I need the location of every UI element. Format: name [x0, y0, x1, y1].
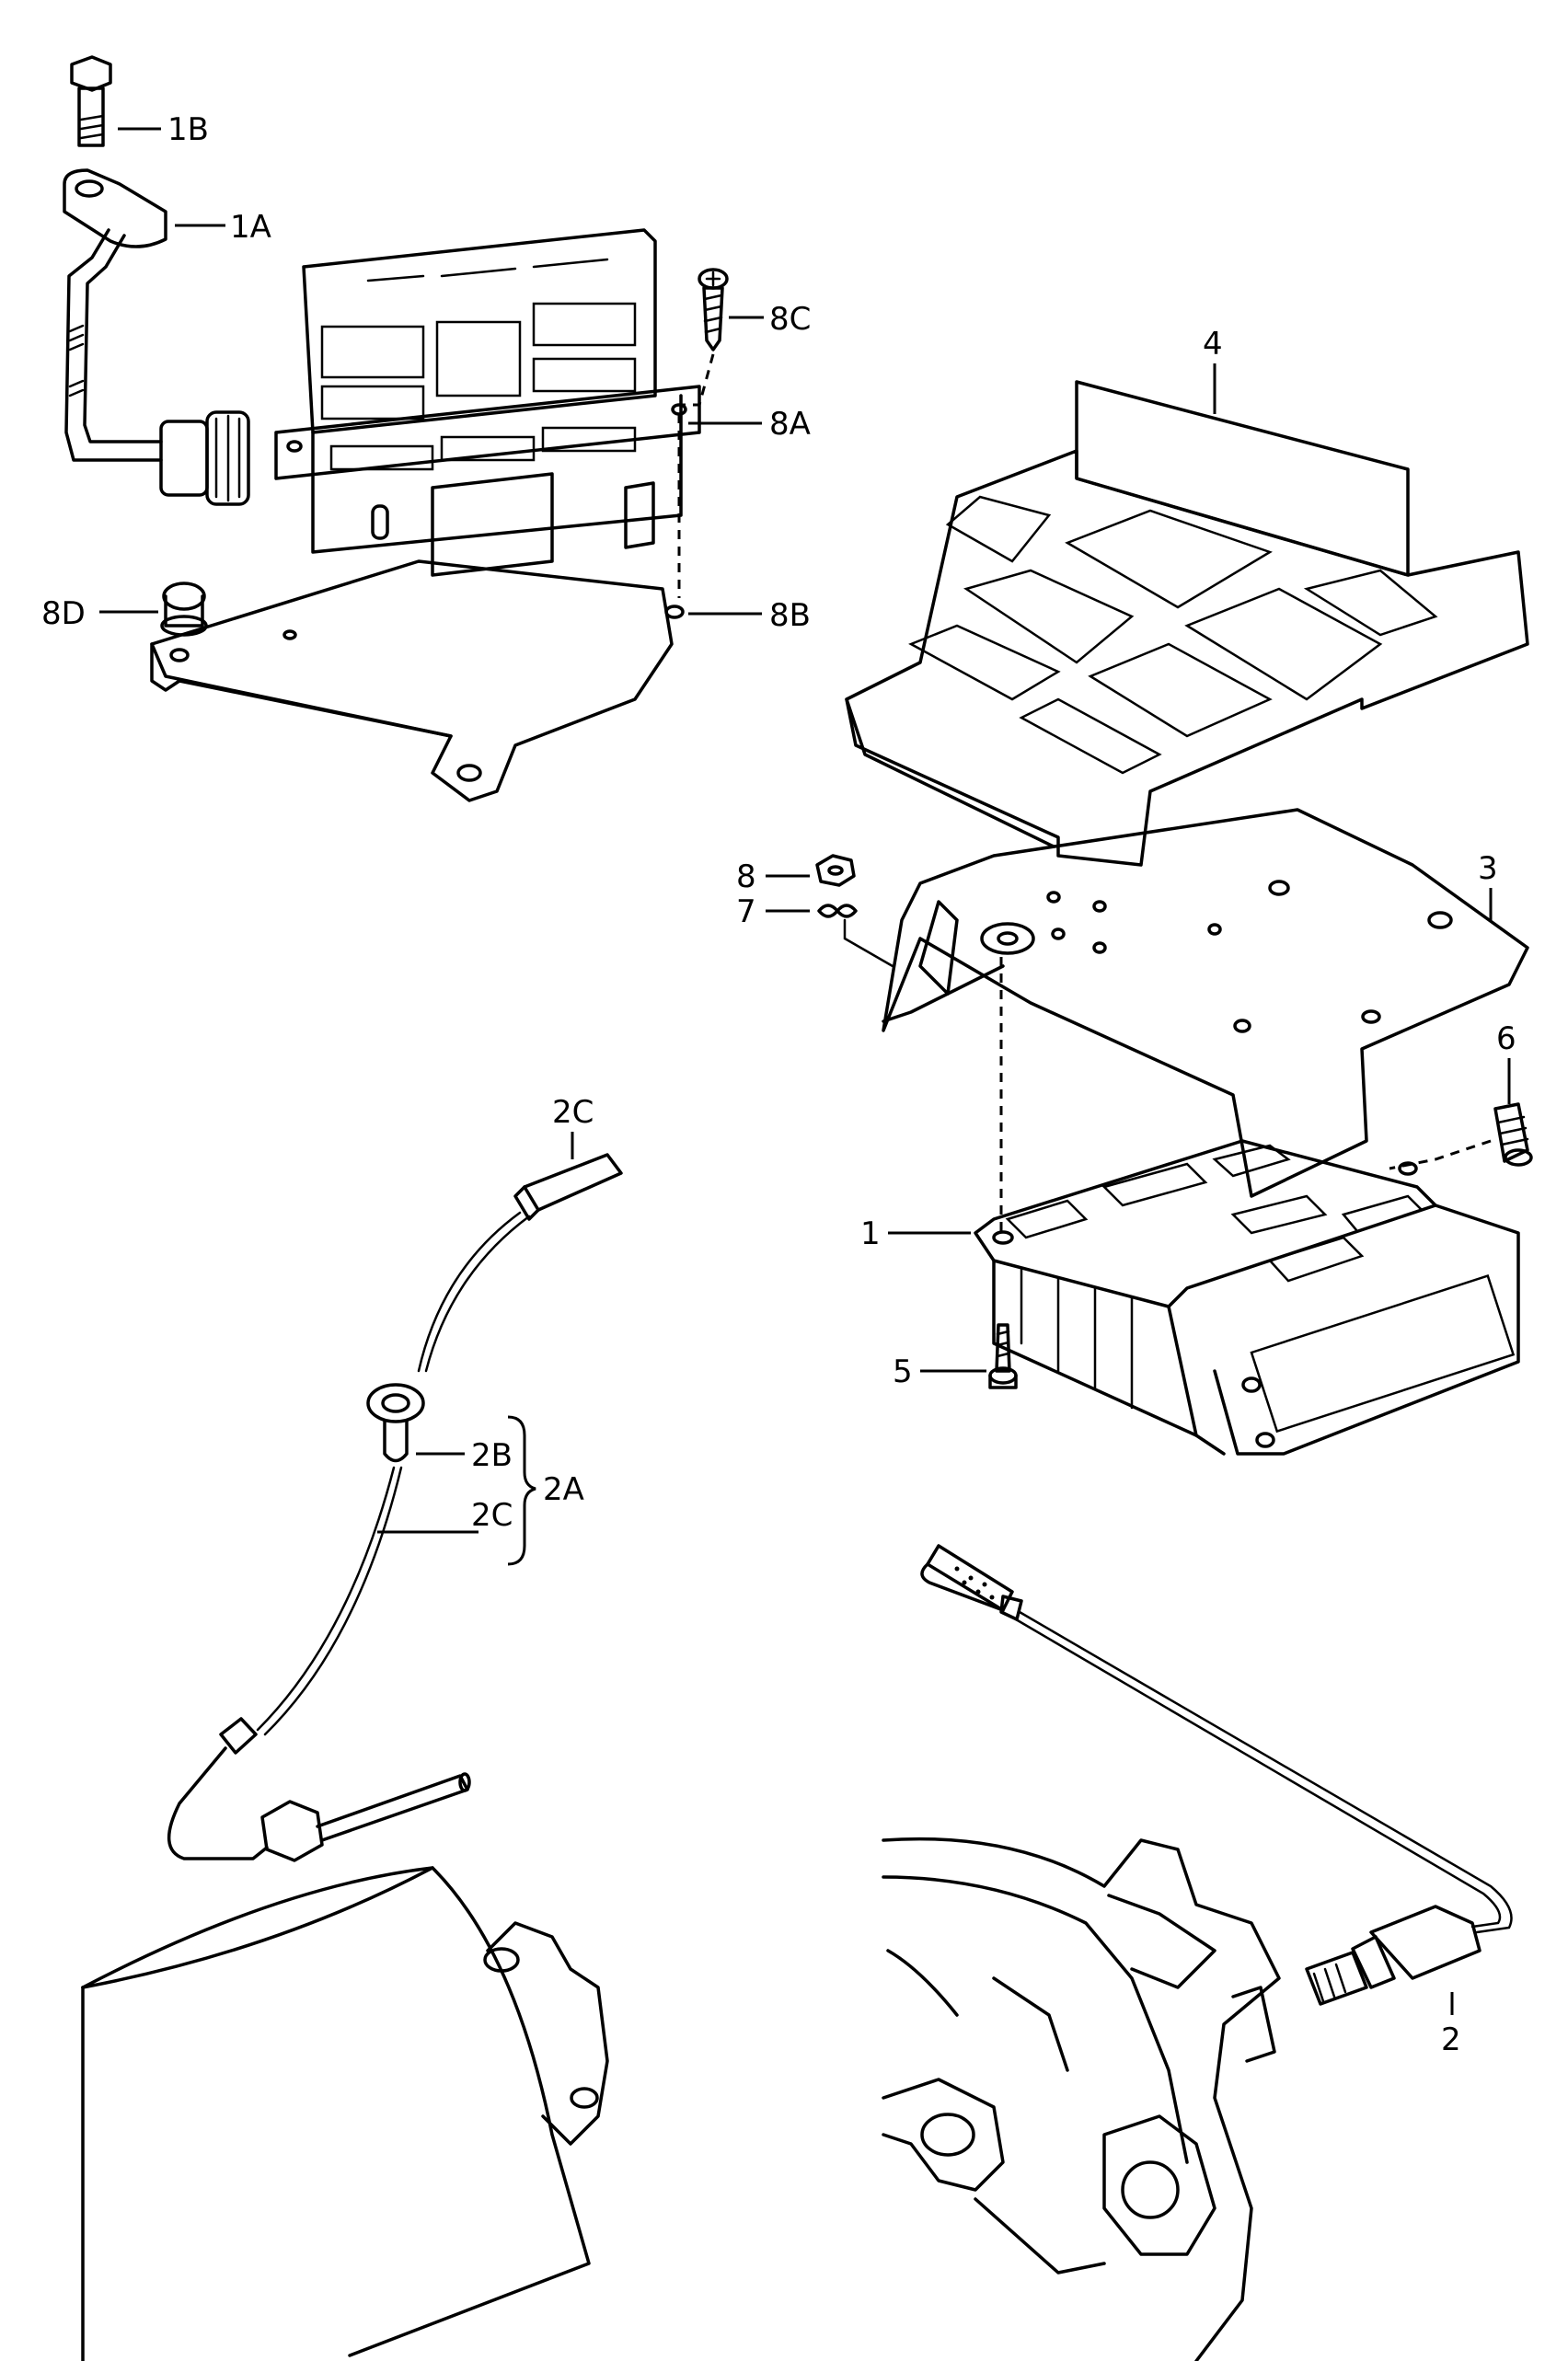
screw-5 [988, 1323, 1018, 1389]
nut-8 [815, 854, 856, 887]
lambda-probe-2 [1305, 1905, 1482, 2006]
callout-3: 3 [1478, 850, 1498, 887]
callout-8d: 8D [41, 595, 86, 632]
bracket-2a [507, 1415, 536, 1566]
callout-5: 5 [893, 1353, 913, 1390]
sender-wire-lower [256, 1466, 396, 1732]
callout-8b: 8B [769, 597, 811, 634]
callout-2a: 2A [543, 1471, 584, 1508]
sender-lead [167, 1746, 269, 1860]
probe-wire-2 [1014, 1618, 1502, 1929]
connector-2c [513, 1153, 623, 1221]
connector-plug [159, 410, 250, 506]
exhaust-manifold [882, 1837, 1281, 2361]
assembly-line-6 [1389, 1139, 1492, 1170]
callout-2: 2 [1441, 2021, 1461, 2058]
leader-lines [99, 127, 1511, 2015]
callout-8c: 8C [769, 301, 811, 338]
callout-2c-connector: 2C [552, 1094, 594, 1131]
sender-wire-upper [417, 1211, 522, 1373]
callout-1: 1 [860, 1215, 881, 1252]
callout-1a: 1A [230, 209, 271, 246]
bolt-1b [70, 55, 112, 147]
probe-wire [1018, 1610, 1513, 1934]
callout-8: 8 [736, 858, 756, 895]
control-unit-1 [974, 1139, 1520, 1456]
sender-sleeve [219, 1717, 258, 1755]
exhaust-pipe [81, 1866, 609, 2361]
callout-2b: 2B [471, 1437, 513, 1474]
screw-8c [698, 268, 729, 351]
control-unit-upper [274, 228, 701, 577]
callout-8a: 8A [769, 406, 811, 443]
callout-2c-wire: 2C [471, 1497, 513, 1534]
assembly-line-8c [681, 353, 715, 407]
bracket-3 [882, 808, 1529, 1198]
probe-connector [920, 1544, 1023, 1621]
holder-1a [63, 168, 167, 462]
sender-wire-lower-2 [263, 1466, 403, 1736]
clip-6 [1493, 1102, 1533, 1167]
temperature-sender [260, 1772, 471, 1862]
leader-7-to-bracket [843, 918, 894, 968]
washer-7 [817, 904, 858, 918]
sender-wire-upper-2 [424, 1215, 531, 1373]
cover-4 [845, 380, 1529, 867]
callout-6: 6 [1496, 1020, 1516, 1057]
callout-7: 7 [736, 893, 756, 930]
callout-4: 4 [1203, 326, 1223, 363]
grommet-2b [366, 1383, 425, 1463]
bracket-plate-upper [150, 559, 685, 802]
nut-8d [160, 582, 208, 637]
callout-1b: 1B [167, 111, 209, 148]
